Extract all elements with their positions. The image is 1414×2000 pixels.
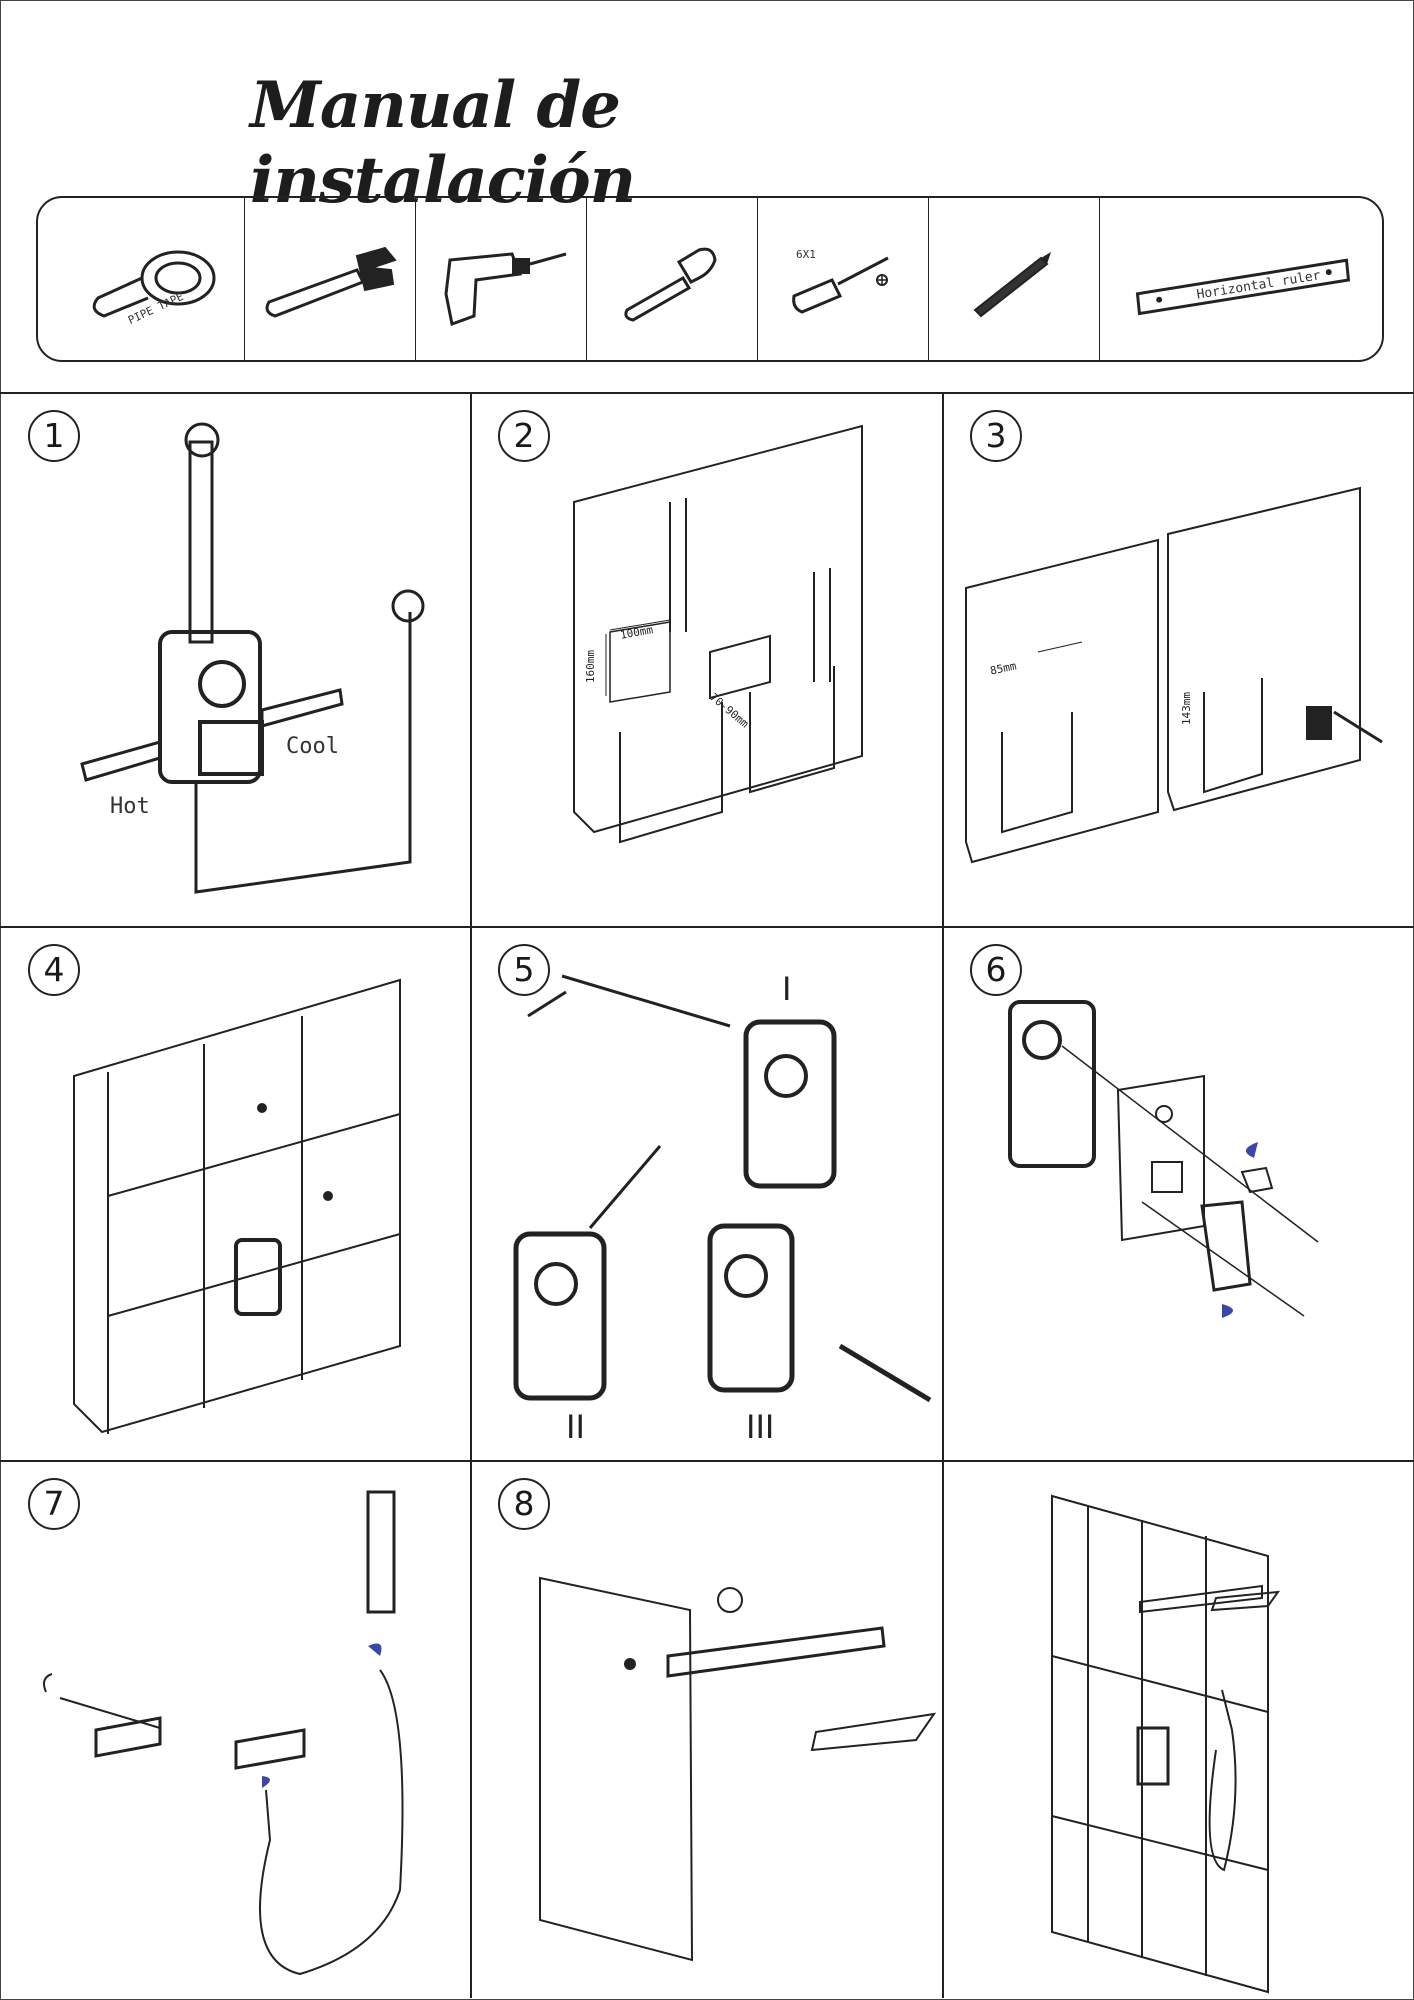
step-8-panel: 8	[470, 1460, 940, 1994]
roman-label-iii: III	[746, 1408, 775, 1446]
step-6-panel: 6	[942, 926, 1412, 1460]
cartridge-illustration	[513, 974, 932, 1403]
hand-shower-illustration	[43, 1490, 404, 1976]
step-number: 1	[28, 410, 80, 462]
tool-wrench	[245, 198, 416, 360]
step-1-panel: 1 Cool Hot	[0, 392, 470, 926]
tool-hammer	[587, 198, 758, 360]
step-2-panel: 2 100mm 160mm 70-90mm	[470, 392, 940, 926]
step-7-panel: 7	[0, 1460, 470, 1994]
hammer-icon	[624, 247, 717, 322]
shower-arm-illustration	[539, 1576, 937, 1962]
step-5-panel: 5 I II III	[470, 926, 940, 1460]
dimension-height: 143mm	[1180, 691, 1194, 726]
step-number: 7	[28, 1478, 80, 1530]
roman-label-ii: II	[566, 1408, 585, 1446]
wall-cutout-illustration	[573, 424, 863, 844]
roman-label-i: I	[782, 970, 792, 1008]
drill-icon	[444, 252, 567, 327]
final-panel	[942, 1460, 1412, 1994]
tools-bar: PIPE TAPE 6X1	[36, 196, 1384, 362]
cool-label: Cool	[286, 734, 339, 759]
grid-line	[470, 392, 472, 1998]
step-number: 8	[498, 1478, 550, 1530]
level-ruler-icon	[1135, 258, 1351, 316]
step-number: 4	[28, 944, 80, 996]
step-4-panel: 4	[0, 926, 470, 1460]
page-title: Manual de instalación	[250, 68, 636, 218]
finished-installation-illustration	[1051, 1494, 1281, 1994]
tool-level: Horizontal ruler	[1100, 198, 1382, 360]
trim-plate-illustration	[1008, 1000, 1319, 1318]
dimension-height: 160mm	[584, 649, 598, 684]
step-3-panel: 3 85mm 143mm	[942, 392, 1412, 926]
hot-label: Hot	[110, 794, 150, 819]
step-number: 3	[970, 410, 1022, 462]
wrench-icon	[265, 246, 397, 318]
screwdriver-size-label: 6X1	[796, 248, 816, 261]
grid-line	[0, 1460, 1414, 1462]
pencil-icon	[973, 252, 1051, 318]
tool-pencil	[929, 198, 1100, 360]
tool-pipe-tape: PIPE TAPE	[38, 198, 245, 360]
grid-line	[942, 392, 944, 1998]
step-number: 5	[498, 944, 550, 996]
tool-screwdriver: 6X1	[758, 198, 929, 360]
screwdriver-icon	[792, 256, 889, 314]
grid-line	[0, 926, 1414, 928]
pipe-tape-icon	[92, 250, 216, 318]
tiled-wall-illustration	[73, 978, 401, 1434]
steps-grid: 1 Cool Hot 2 100mm 160mm	[0, 392, 1414, 2000]
valve-body-illustration	[80, 422, 425, 894]
grid-line	[0, 392, 1414, 394]
step-number: 2	[498, 410, 550, 462]
mounting-illustration	[965, 486, 1383, 864]
step-number: 6	[970, 944, 1022, 996]
tool-drill	[416, 198, 587, 360]
